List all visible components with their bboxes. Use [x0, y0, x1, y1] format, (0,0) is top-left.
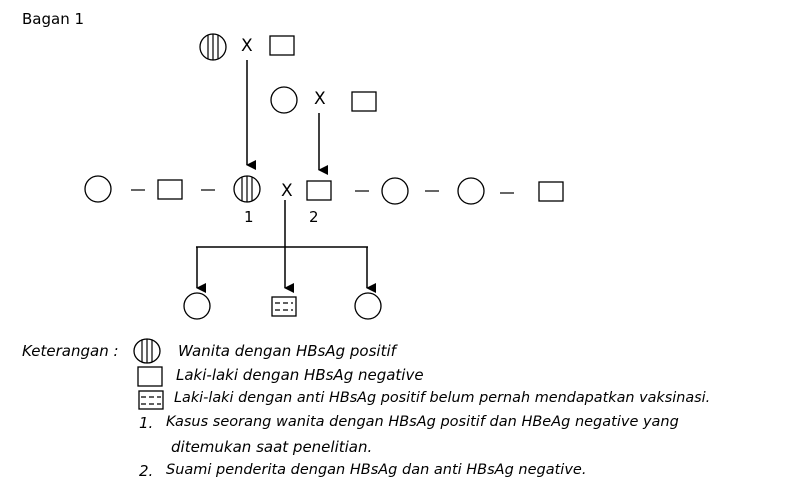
second-female-circle [270, 86, 298, 114]
note-1-text: Kasus seorang wanita dengan HBsAg positi… [166, 414, 679, 430]
sibling-circle-1 [84, 175, 112, 203]
sibling-square-1 [157, 179, 183, 200]
legend-heading: Keterangan : [22, 342, 119, 360]
case-2-husband-square [306, 180, 332, 201]
case-label-1: 1 [244, 208, 254, 226]
case-1-female-hbsag-positive [233, 175, 261, 203]
case-label-2: 2 [309, 208, 319, 226]
note-2-text: Suami penderita dengan HBsAg dan anti HB… [166, 462, 587, 478]
top-male-square [269, 35, 295, 56]
chart-title: Bagan 1 [22, 10, 85, 28]
legend-dashed-square-icon [138, 390, 164, 410]
sibling-square-2 [538, 181, 564, 202]
sibling-circle-3 [457, 177, 485, 205]
top-female-hbsag-positive [199, 33, 227, 61]
child-circle-1 [183, 292, 211, 320]
child-circle-2 [354, 292, 382, 320]
legend-item-1: Wanita dengan HBsAg positif [178, 342, 396, 360]
cross-symbol-top: X [241, 36, 253, 56]
legend-item-3: Laki-laki dengan anti HBsAg positif belu… [174, 390, 711, 406]
legend-hatched-circle-icon [133, 338, 161, 364]
note-1-number: 1. [139, 414, 154, 432]
cross-symbol-second: X [314, 89, 326, 109]
note-1-continuation: ditemukan saat penelitian. [171, 438, 373, 456]
note-2-number: 2. [139, 462, 154, 480]
second-male-square [351, 91, 377, 112]
cross-symbol-middle: X [281, 181, 293, 201]
sibling-circle-2 [381, 177, 409, 205]
legend-square-icon [137, 366, 163, 387]
child-male-anti-hbsag-positive [271, 296, 297, 317]
legend-item-2: Laki-laki dengan HBsAg negative [176, 366, 424, 384]
